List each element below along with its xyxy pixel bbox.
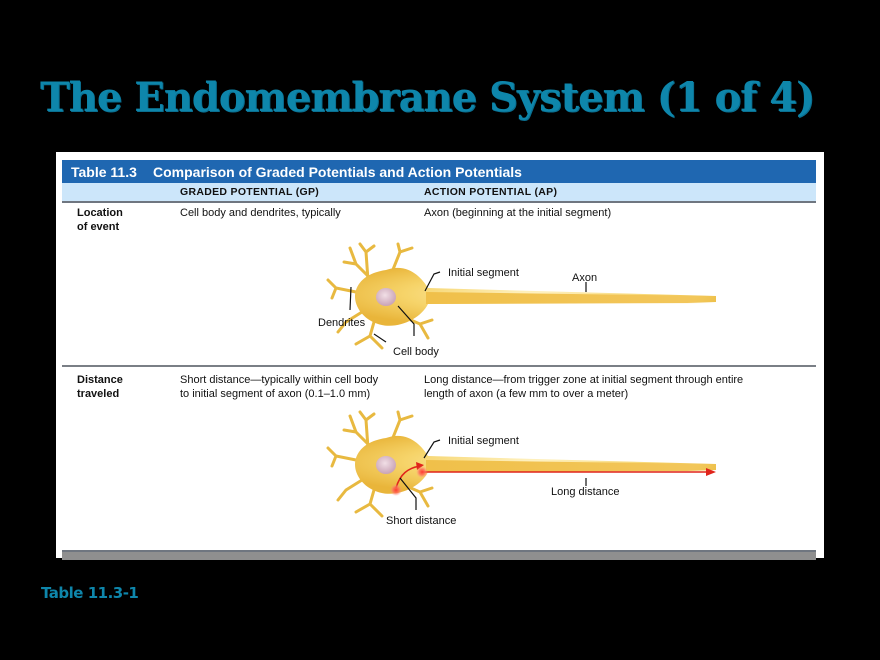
cell-line: Long distance—from trigger zone at initi… [424,374,744,386]
column-header-gp: GRADED POTENTIAL (GP) [180,186,320,198]
label-short-distance: Short distance [386,515,456,527]
label-initial-segment-2: Initial segment [448,435,519,447]
table-caption: Comparison of Graded Potentials and Acti… [153,163,522,180]
comparison-table: Table 11.3 Comparison of Graded Potentia… [56,152,824,560]
neuron-diagrams: Initial segment Axon Dendrites Cell body [318,242,716,527]
column-header-ap: ACTION POTENTIAL (AP) [424,186,558,198]
cell-ap-distance: Long distance—from trigger zone at initi… [424,373,743,401]
label-dendrites: Dendrites [318,317,366,329]
neuron-diagram-location: Initial segment Axon Dendrites Cell body [318,242,716,358]
cell-line: to initial segment of axon (0.1–1.0 mm) [180,388,371,400]
arrowhead-icon [706,468,716,476]
table-number: Table 11.3 [71,163,137,180]
row-label-line: traveled [77,388,120,400]
table-bottom-rule [62,550,816,560]
row-label-location: Location of event [77,206,123,234]
table-caption-bar: Table 11.3 Comparison of Graded Potentia… [62,160,816,183]
cell-gp-location: Cell body and dendrites, typically [180,207,341,219]
cell-line: Short distance—typically within cell bod… [180,374,379,386]
row-label-line: Location [77,207,123,219]
row-label-distance: Distance traveled [77,373,123,401]
cell-ap-location: Axon (beginning at the initial segment) [424,207,612,219]
graded-potential-glow [390,484,402,496]
label-axon: Axon [572,272,597,284]
row-label-line: Distance [77,374,123,386]
label-long-distance: Long distance [551,486,620,498]
column-header-row: GRADED POTENTIAL (GP) ACTION POTENTIAL (… [62,183,816,203]
label-cell-body: Cell body [393,346,439,358]
trigger-zone-glow [416,466,428,478]
slide-title: The Endomembrane System (1 of 4) [40,74,815,121]
cell-line: length of axon (a few mm to over a meter… [424,388,629,400]
cell-gp-distance: Short distance—typically within cell bod… [180,373,378,401]
row-label-line: of event [77,221,120,233]
neuron-diagram-distance: Initial segment Long distance Short dist… [326,410,716,527]
row-divider [62,365,816,367]
label-initial-segment: Initial segment [448,267,519,279]
figure-reference: Table 11.3-1 [41,584,139,602]
